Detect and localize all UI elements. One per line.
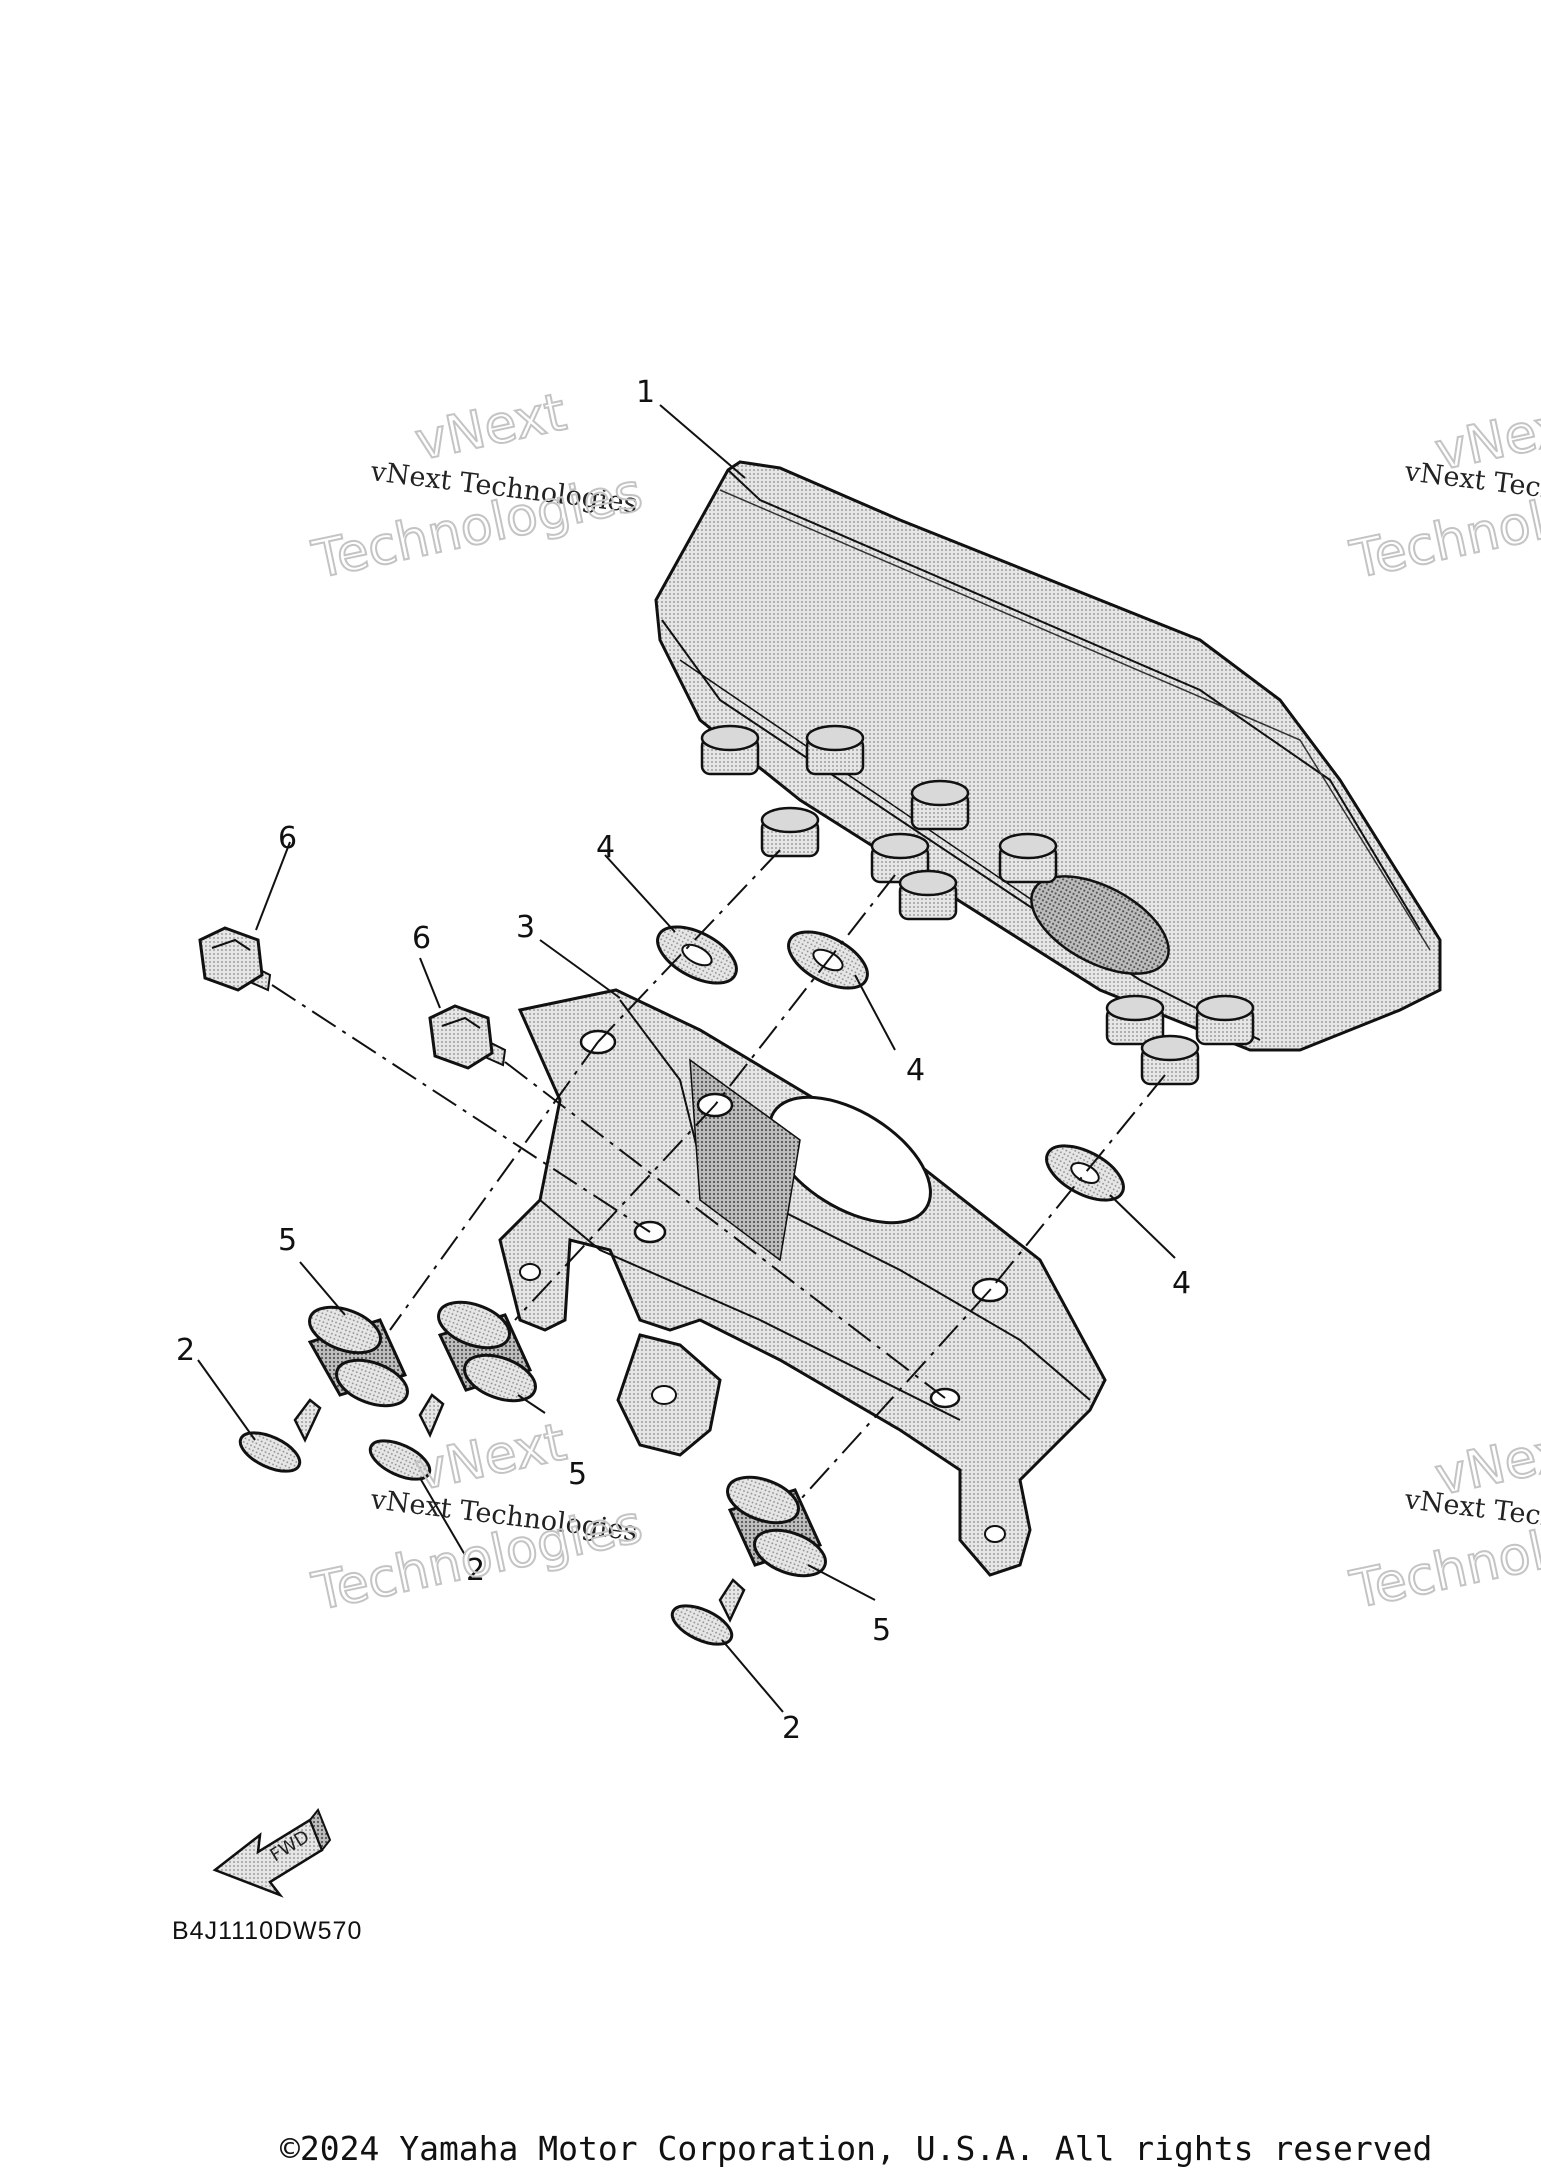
callout-2-c: 2	[782, 1711, 801, 1746]
washer-part-4-a	[656, 925, 738, 985]
collar-part-2-b	[368, 1393, 445, 1481]
bolt-part-6-b	[428, 1004, 507, 1070]
assembly-lines	[271, 849, 1166, 1501]
damper-part-5-a	[307, 1305, 409, 1408]
callout-3: 3	[516, 910, 535, 945]
bracket-part-3	[498, 988, 1107, 1577]
leader-lines	[197, 404, 1176, 1713]
callout-5-c: 5	[872, 1613, 891, 1648]
bolt-part-6-a	[198, 926, 272, 992]
forward-direction-arrow: FWD	[212, 1808, 332, 1898]
washer-part-4-c	[1045, 1144, 1125, 1202]
callout-6-a: 6	[278, 821, 297, 856]
watermark-bottom-left: vNext vNext Technologies Technologies	[306, 1411, 648, 1623]
meter-housing-part-1	[654, 460, 1442, 1052]
watermark-top-right: vNext vNext Technologies Technologies	[1344, 391, 1541, 591]
callout-2-a: 2	[176, 1333, 195, 1368]
svg-text:vNext: vNext	[410, 382, 571, 472]
watermark-bottom-right: vNext vNext Technologies Technologies	[1344, 1416, 1541, 1621]
callout-5-a: 5	[278, 1223, 297, 1258]
callout-numbers: 1 6 6 3 4 4 4 5 5 5 2 2 2	[176, 375, 1191, 1746]
callout-4-b: 4	[906, 1053, 925, 1088]
callout-6-b: 6	[412, 921, 431, 956]
damper-part-5-b	[437, 1300, 537, 1403]
callout-4-c: 4	[1172, 1266, 1191, 1301]
drawing-code: B4J1110DW570	[172, 1917, 362, 1945]
callout-1: 1	[636, 375, 655, 410]
callout-2-b: 2	[466, 1553, 485, 1588]
housing-studs	[700, 724, 1255, 1086]
callout-4-a: 4	[596, 830, 615, 865]
collar-part-2-c	[670, 1578, 746, 1646]
collar-part-2-a	[238, 1398, 322, 1473]
copyright-notice: ©2024 Yamaha Motor Corporation, U.S.A. A…	[280, 2129, 1432, 2168]
watermark-top-left: vNext vNext Technologies Technologies	[306, 381, 648, 591]
callout-5-b: 5	[568, 1457, 587, 1492]
damper-part-5-c	[726, 1475, 827, 1578]
